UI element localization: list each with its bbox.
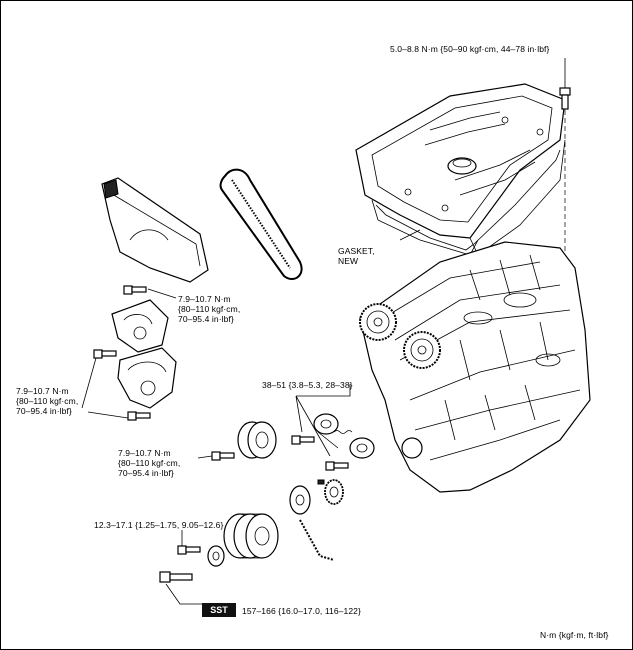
idler-pulley: [349, 437, 375, 459]
upper-cover-bolt: [123, 285, 147, 295]
crankshaft-pulley: [223, 513, 279, 559]
timing-belt: [219, 168, 303, 281]
middle-timing-cover: [111, 299, 169, 353]
pulley-cover-bolt-leader: [197, 455, 213, 459]
lower-cover-bolt-a: [127, 411, 151, 421]
upper-cover-torque-line1: 7.9–10.7 N·m: [178, 294, 231, 304]
idler-bolt: [325, 461, 349, 471]
middle-cover-torque-line3: 70–95.4 in·lbf}: [16, 406, 72, 416]
gasket-leader: [399, 229, 421, 241]
cylinder-head-cover: [355, 83, 566, 256]
crankshaft-sprocket: [324, 479, 344, 505]
lower-bolt-leader: [87, 411, 129, 419]
middle-cover-torque-line2: {80–110 kgf·cm,: [16, 396, 79, 406]
lower-cover-torque-line1: 7.9–10.7 N·m: [118, 448, 171, 458]
tensioner-spring: [333, 430, 353, 434]
block-idler-boss: [401, 437, 423, 459]
pulley-cover-bolt: [211, 451, 235, 461]
crank-bolt-leader: [165, 583, 202, 605]
sst-badge: SST: [202, 603, 236, 617]
upper-bolt-leader: [147, 288, 177, 299]
gasket-label: GASKET, NEW: [338, 246, 375, 266]
lower-belt-section: [299, 519, 335, 561]
cover-bolt-torque-label: 5.0–8.8 N·m {50–90 kgf·cm, 44–78 in·lbf}: [390, 44, 550, 54]
cover-bolt: [559, 87, 571, 110]
crankshaft-pulley-bolt: [159, 571, 193, 583]
water-pump-pulley: [237, 421, 277, 459]
intake-cam-sprocket: [359, 303, 397, 341]
tensioner-bolt: [291, 435, 315, 445]
crankshaft-key: [317, 479, 325, 485]
gasket-label-line1: GASKET,: [338, 246, 375, 256]
pulley-lock-bolt: [177, 545, 201, 555]
lower-cover-torque-line2: {80–110 kgf·cm,: [118, 458, 181, 468]
cover-gasket: [375, 149, 561, 251]
upper-cover-torque-label: 7.9–10.7 N·m {80–110 kgf·cm, 70–95.4 in·…: [178, 294, 240, 324]
tensioner-leader: [295, 384, 351, 457]
lower-cover-torque-line3: 70–95.4 in·lbf}: [118, 468, 174, 478]
engine-block: [359, 241, 591, 493]
upper-timing-cover: [101, 177, 209, 283]
crank-bolt-torque-label: 157–166 {16.0–17.0, 116–122}: [242, 606, 361, 616]
lower-timing-cover: [117, 347, 177, 409]
pulley-bolt-torque-label: 12.3–17.1 {1.25–1.75, 9.05–12.6}: [94, 520, 224, 530]
middle-cover-torque-line1: 7.9–10.7 N·m: [16, 386, 69, 396]
pulley-washer: [207, 545, 225, 567]
upper-cover-torque-line2: {80–110 kgf·cm,: [178, 304, 241, 314]
tensioner-torque-label: 38–51 {3.8–5.3, 28–38}: [262, 380, 353, 390]
middle-bolt-leader: [81, 357, 97, 409]
belt-guide-plate: [289, 485, 311, 515]
gasket-label-line2: NEW: [338, 256, 359, 266]
exhaust-cam-sprocket: [403, 331, 441, 369]
upper-cover-torque-line3: 70–95.4 in·lbf}: [178, 314, 234, 324]
timing-belt-tensioner: [313, 413, 339, 449]
middle-cover-bolt: [93, 349, 117, 359]
lower-cover-torque-label: 7.9–10.7 N·m {80–110 kgf·cm, 70–95.4 in·…: [118, 448, 180, 478]
units-note: N·m {kgf·m, ft·lbf}: [540, 630, 609, 640]
middle-cover-torque-label: 7.9–10.7 N·m {80–110 kgf·cm, 70–95.4 in·…: [16, 386, 78, 416]
